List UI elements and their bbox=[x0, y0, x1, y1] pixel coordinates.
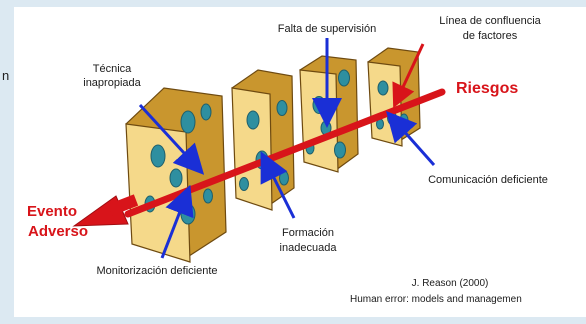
cheese-slice-1 bbox=[126, 88, 226, 262]
citation-author: J. Reason (2000) bbox=[412, 278, 489, 289]
label-evento: Evento bbox=[27, 203, 77, 220]
cheese-slice-3 bbox=[300, 56, 358, 172]
label-formacion-2: inadecuada bbox=[280, 242, 338, 254]
label-riesgos: Riesgos bbox=[456, 80, 518, 97]
cheese-slice-2 bbox=[232, 70, 294, 210]
label-falta-supervision: Falta de supervisión bbox=[278, 23, 376, 35]
label-tecnica-1: Técnica bbox=[93, 63, 132, 75]
cheese-slice-4 bbox=[368, 48, 420, 146]
citation-title: Human error: models and managemen bbox=[350, 294, 522, 305]
label-comunicacion: Comunicación deficiente bbox=[428, 174, 548, 186]
label-formacion-1: Formación bbox=[282, 227, 334, 239]
label-adverso: Adverso bbox=[28, 223, 88, 240]
label-monitorizacion: Monitorización deficiente bbox=[96, 265, 217, 277]
label-linea-confluencia-1: Línea de confluencia bbox=[439, 15, 541, 27]
label-tecnica-2: inapropiada bbox=[83, 77, 141, 89]
label-linea-confluencia-2: de factores bbox=[463, 30, 518, 42]
